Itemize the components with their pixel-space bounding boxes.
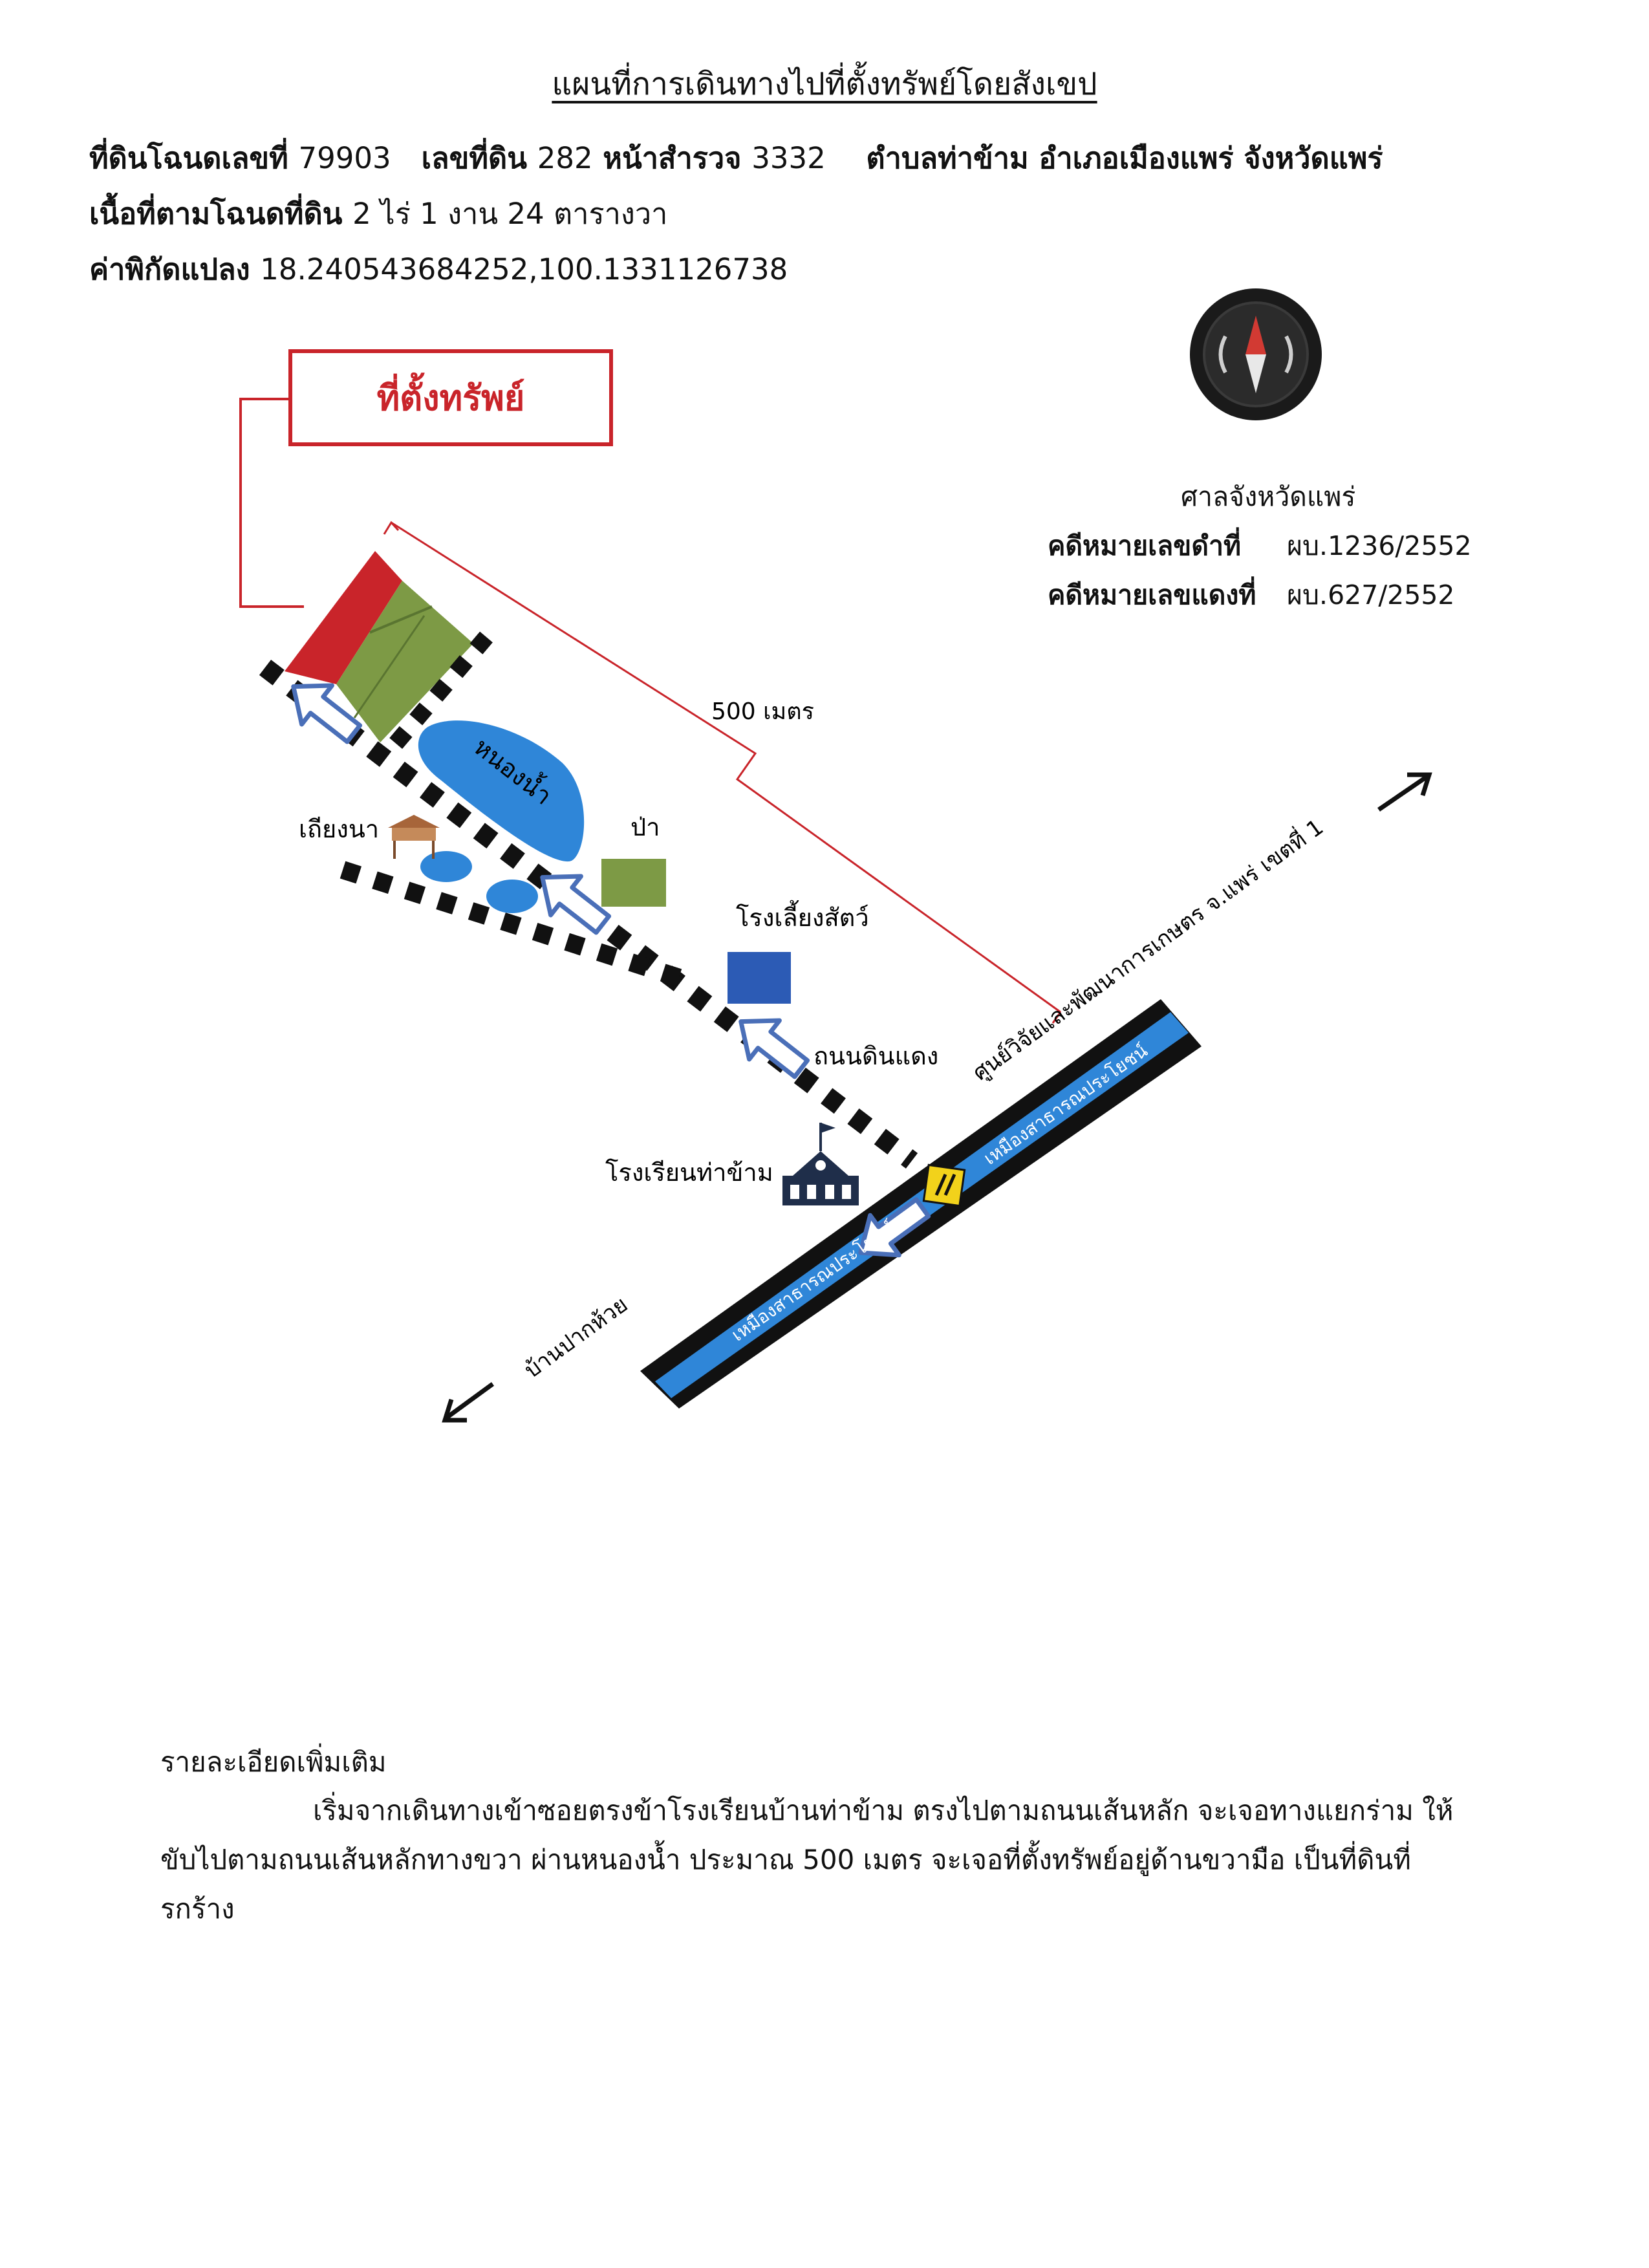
distance-label: 500 เมตร <box>711 698 814 725</box>
dirt-road-branch <box>339 861 689 989</box>
lot-number: 282 <box>537 141 593 175</box>
property-leader-line <box>239 398 304 608</box>
deed-line: ที่ดินโฉนดเลขที่ 79903 เลขที่ดิน 282 หน้… <box>89 135 1383 181</box>
black-case-label: คดีหมายเลขดำที่ <box>1048 530 1241 561</box>
red-case-number: ผบ.627/2552 <box>1287 579 1455 610</box>
area-line: เนื้อที่ตามโฉนดที่ดิน 2 ไร่ 1 งาน 24 ตาร… <box>89 190 667 237</box>
red-case-label: คดีหมายเลขแดงที่ <box>1048 579 1256 610</box>
deed-label: ที่ดินโฉนดเลขที่ <box>89 141 288 175</box>
black-case-number: ผบ.1236/2552 <box>1287 530 1472 561</box>
dirt-road-main <box>259 660 918 1169</box>
notes-heading: รายละเอียดเพิ่มเติม <box>160 1746 387 1778</box>
distance-bracket <box>391 521 1061 1013</box>
coords-value: 18.240543684252,100.1331126738 <box>260 252 788 286</box>
coords-label: ค่าพิกัดแปลง <box>89 252 250 286</box>
forest-label: ป่า <box>630 813 660 841</box>
area-value: 2 ไร่ 1 งาน 24 ตารางวา <box>352 197 668 231</box>
school-label: โรงเรียนท่าข้าม <box>605 1158 773 1187</box>
dirt-road-parcel-side <box>385 631 493 755</box>
main-road-label-a: เหมืองสาธารณประโยชน์ <box>727 1216 900 1346</box>
property-label: ที่ตั้งทรัพย์ <box>376 378 525 418</box>
property-parcel <box>285 551 473 742</box>
hut-icon <box>388 815 440 859</box>
small-pond-2 <box>486 880 538 913</box>
small-pond-1 <box>420 851 472 882</box>
red-case: คดีหมายเลขแดงที่ ผบ.627/2552 <box>1048 574 1455 616</box>
junction-sign-icon <box>922 1163 966 1207</box>
notes-body: เริ่มจากเดินทางเข้าซอยตรงข้าโรงเรียนบ้าน… <box>160 1795 1454 1925</box>
direction-sw-label: บ้านปากห้วย <box>520 1291 632 1383</box>
forest-patch <box>601 859 666 907</box>
direction-ne-arrow-icon <box>1377 772 1432 812</box>
school-icon <box>782 1123 859 1205</box>
pond <box>418 720 585 862</box>
direction-sw-arrow-icon <box>442 1382 495 1423</box>
barn-label: โรงเลี้ยงสัตว์ <box>736 900 869 932</box>
lot-label: เลขที่ดิน <box>421 141 528 175</box>
barn <box>727 952 791 1004</box>
survey-number: 3332 <box>751 141 826 175</box>
document-title: แผนที่การเดินทางไปที่ตั้งทรัพย์โดยสังเขป <box>552 66 1097 102</box>
deed-number: 79903 <box>298 141 391 175</box>
court-name: ศาลจังหวัดแพร่ <box>1181 481 1356 512</box>
location-text: ตำบลท่าข้าม อำเภอเมืองแพร่ จังหวัดแพร่ <box>866 141 1383 175</box>
black-case: คดีหมายเลขดำที่ ผบ.1236/2552 <box>1048 525 1472 567</box>
dirt-road-label: ถนนดินแดง <box>814 1042 938 1070</box>
compass-icon <box>1190 288 1322 420</box>
hut-label: เถียงนา <box>299 815 379 843</box>
property-label-box: ที่ตั้งทรัพย์ <box>288 349 613 446</box>
area-label: เนื้อที่ตามโฉนดที่ดิน <box>89 197 343 231</box>
coords-line: ค่าพิกัดแปลง 18.240543684252,100.1331126… <box>89 246 788 292</box>
survey-label: หน้าสำรวจ <box>603 141 742 175</box>
